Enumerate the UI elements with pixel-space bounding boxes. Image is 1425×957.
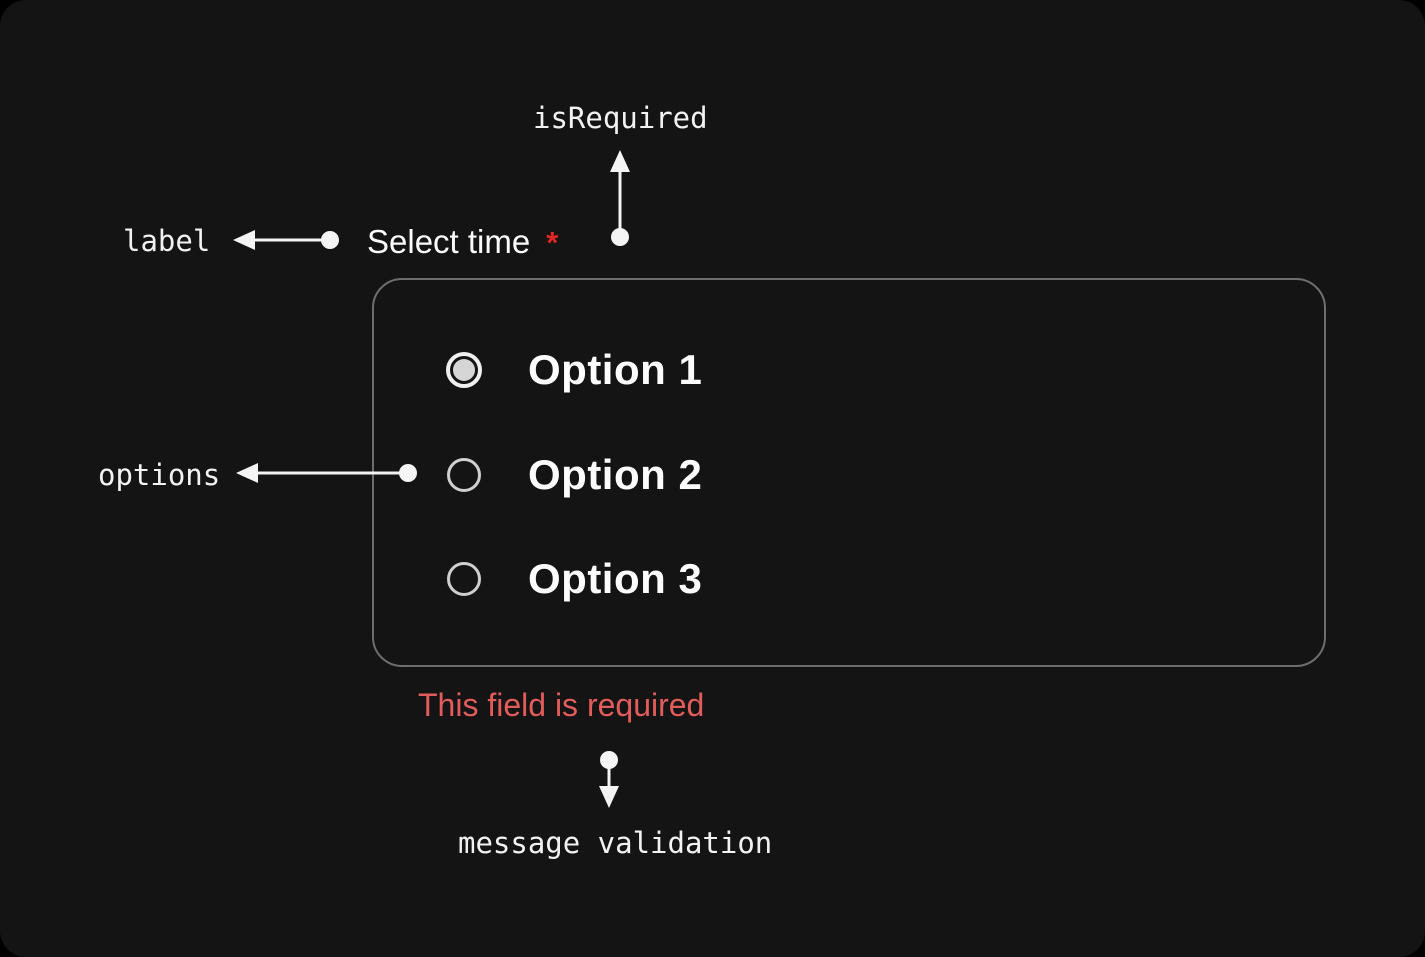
validation-message: This field is required <box>418 687 705 723</box>
message-validation-arrow <box>599 751 619 808</box>
radio-option-3[interactable]: Option 3 <box>446 557 702 601</box>
field-label: Select time * <box>367 222 558 263</box>
annotation-isrequired: isRequired <box>533 101 708 135</box>
radio-unselected-icon[interactable] <box>447 458 481 492</box>
annotation-message-validation: message validation <box>458 826 773 860</box>
radio-slot <box>446 453 482 497</box>
label-arrow <box>233 230 339 250</box>
field-label-text: Select time <box>367 223 531 260</box>
radio-option-label: Option 1 <box>528 346 703 393</box>
radio-unselected-icon[interactable] <box>447 562 481 596</box>
radio-option-label: Option 2 <box>528 451 703 498</box>
radio-group: Option 1 Option 2 Option 3 <box>372 278 1326 667</box>
radio-option-2[interactable]: Option 2 <box>446 453 702 497</box>
radio-slot <box>446 557 482 601</box>
radio-slot <box>446 348 482 392</box>
required-asterisk-icon: * <box>546 225 559 260</box>
annotation-options: options <box>98 458 221 492</box>
radio-option-1[interactable]: Option 1 <box>446 348 702 392</box>
radio-option-label: Option 3 <box>528 555 703 602</box>
annotation-label: label <box>123 224 211 258</box>
isrequired-arrow <box>610 150 630 246</box>
radio-selected-icon[interactable] <box>446 352 482 388</box>
